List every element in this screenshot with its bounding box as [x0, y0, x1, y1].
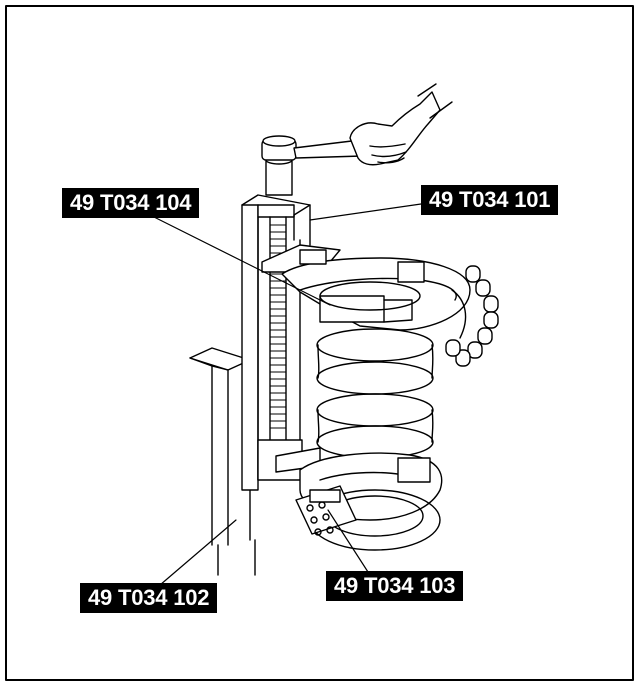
lower-clamp: [257, 439, 443, 551]
leader-lines: [149, 203, 422, 586]
leader-102: [159, 519, 237, 586]
screw-column: [241, 194, 311, 491]
leader-104: [149, 214, 331, 306]
chain: [445, 265, 499, 367]
leader-103: [327, 509, 369, 573]
ratchet-wrench: [261, 83, 453, 196]
coil-spring: [316, 281, 434, 459]
figure-border: [5, 5, 634, 681]
part-label-104: 49 T034 104: [62, 188, 200, 218]
part-label-102: 49 T034 102: [80, 583, 218, 613]
part-label-103: 49 T034 103: [326, 571, 464, 601]
part-label-101: 49 T034 101: [421, 185, 559, 215]
upper-clamp: [261, 244, 499, 367]
leader-101: [309, 203, 422, 221]
